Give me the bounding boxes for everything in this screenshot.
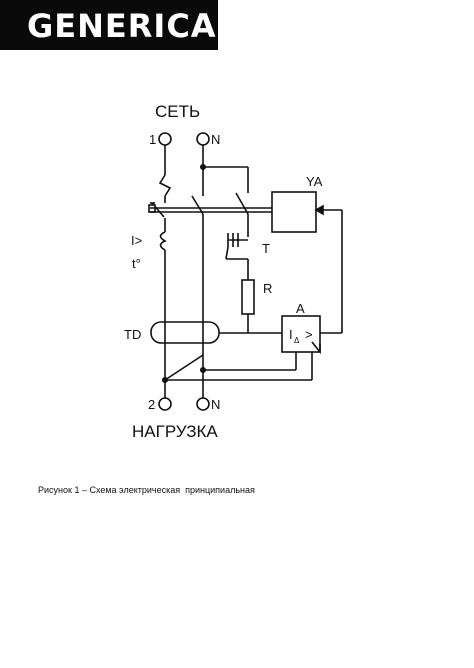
label-test-button: T [262,241,270,256]
label-ya: YA [306,174,323,189]
terminal-2-bottom [158,397,172,411]
label-greater-than: > [305,327,313,342]
toroid-td [150,321,220,344]
label-delta-subscript: Δ [294,336,300,345]
label-terminal-1: 1 [149,132,156,147]
resistor-r [241,279,255,315]
label-network: СЕТЬ [155,102,200,121]
header-divider [216,0,218,50]
terminal-n-bottom [196,397,210,411]
terminal-n-top [196,132,210,146]
label-thermal: t° [132,256,141,271]
label-i-delta: I [289,327,293,342]
label-load: НАГРУЗКА [132,422,218,441]
label-toroid: TD [124,327,141,342]
terminal-1-top [158,132,172,146]
figure-caption: Рисунок 1 – Схема электрическая принципи… [38,485,255,495]
label-amplifier: A [296,301,305,316]
label-overcurrent: I> [131,233,142,248]
brand-logo: GENERICA [0,0,216,50]
label-resistor: R [263,281,272,296]
brand-logo-text: GENERICA [27,7,217,45]
label-terminal-n-bottom: N [211,397,220,412]
label-terminal-n-top: N [211,132,220,147]
differential-amplifier-box [281,315,321,353]
label-terminal-2: 2 [148,397,155,412]
relay-ya-box [271,191,317,233]
